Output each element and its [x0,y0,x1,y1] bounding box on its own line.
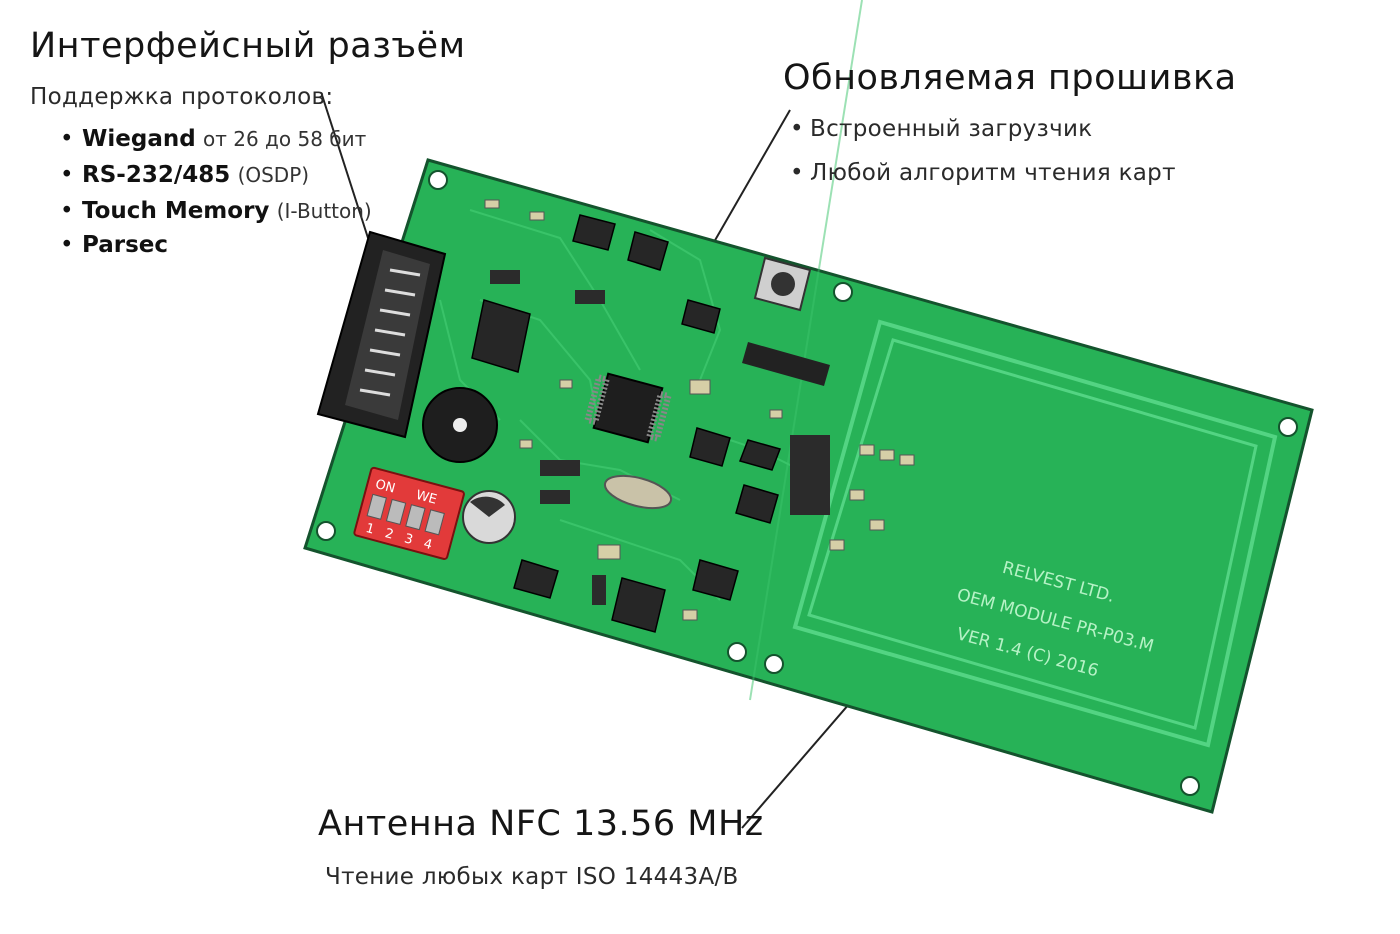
dip-number: 4 [422,536,434,553]
mounting-hole [428,170,448,190]
mounting-hole [727,642,747,662]
buzzer [422,387,498,463]
bullet: • [60,232,74,258]
bullet: • [60,126,74,152]
dip-number: 3 [403,531,415,548]
mounting-hole [1180,776,1200,796]
protocol-detail: (OSDP) [237,163,310,187]
firmware-item-text: Любой алгоритм чтения карт [810,160,1176,186]
smd-component [484,199,915,621]
firmware-item: •Любой алгоритм чтения карт [790,160,1176,186]
dip-label-we: WE [414,488,438,508]
mounting-hole [833,282,853,302]
protocol-item: • Touch Memory (I-Button) [60,198,372,224]
protocol-name: Touch Memory [82,198,270,224]
firmware-item-text: Встроенный загрузчик [810,116,1093,142]
protocol-detail: (I-Button) [276,199,372,223]
interface-subtitle: Поддержка протоколов: [30,84,334,110]
interface-title: Интерфейсный разъём [30,26,466,66]
antenna-title: Антенна NFC 13.56 MHz [318,804,764,844]
protocol-item: • Parsec [60,232,168,258]
mounting-hole [1278,417,1298,437]
electrolytic-capacitor [462,490,516,544]
pin-header [742,342,830,386]
crystal-oscillator [603,474,673,510]
protocol-detail: от 26 до 58 бит [203,127,367,151]
protocol-name: RS-232/485 [82,162,231,188]
tactile-button [753,256,812,312]
dip-switch: ON WE 1 2 3 4 [353,466,465,560]
ic-chip [471,214,781,633]
protocol-name: Wiegand [82,126,196,152]
bullet: • [60,162,74,188]
mounting-hole [316,521,336,541]
mounting-hole [764,654,784,674]
protocol-item: • RS-232/485 (OSDP) [60,162,309,188]
protocol-item: • Wiegand от 26 до 58 бит [60,126,366,152]
microcontroller-chip [583,372,673,444]
interface-leader-line [321,94,369,239]
firmware-item: •Встроенный загрузчик [790,116,1092,142]
firmware-title: Обновляемая прошивка [783,58,1237,98]
interface-connector [316,230,447,439]
bullet: • [790,160,804,186]
bullet: • [60,198,74,224]
protocol-name: Parsec [82,232,169,258]
dip-number: 2 [383,526,395,543]
dip-label-on: ON [374,477,397,497]
antenna-subtitle: Чтение любых карт ISO 14443A/B [325,864,739,890]
pcb-board: ON WE 1 2 3 4 [303,0,1314,814]
dip-number: 1 [364,521,376,538]
nfc-antenna-loop [792,319,1278,748]
bullet: • [790,116,804,142]
smd-component [490,270,830,605]
